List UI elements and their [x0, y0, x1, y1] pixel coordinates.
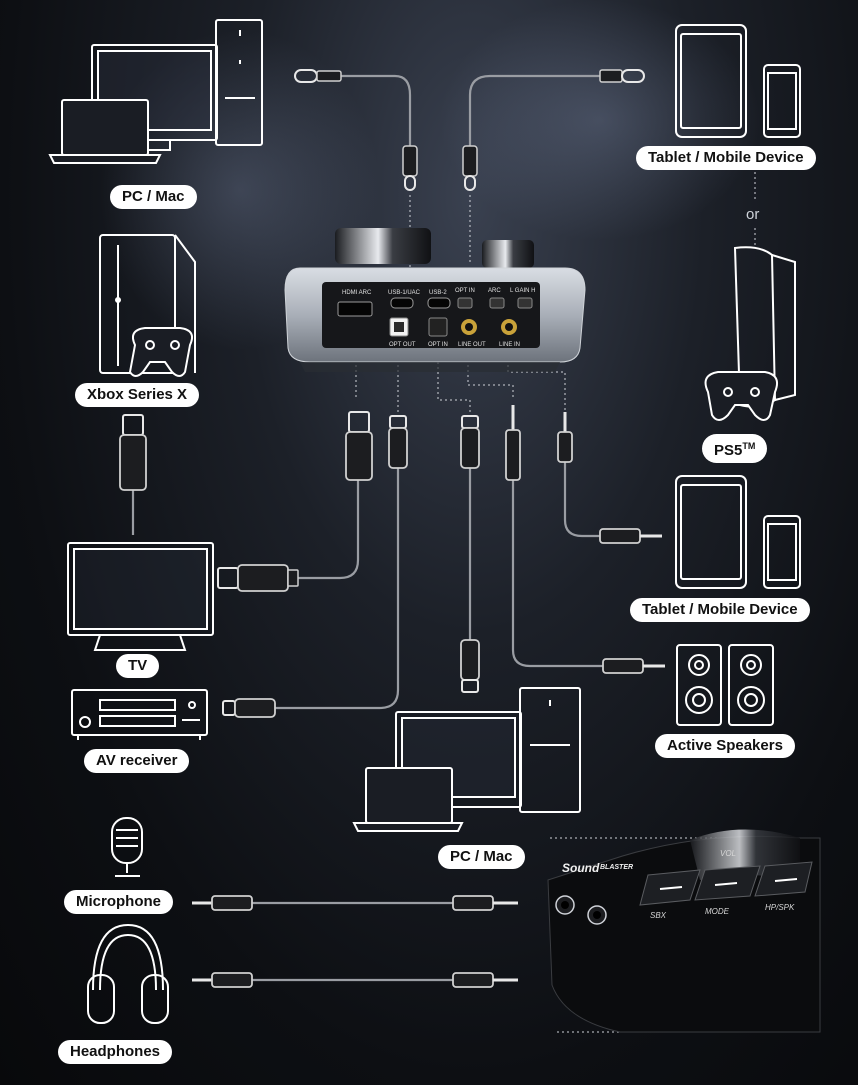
switch-arc	[489, 297, 505, 309]
brand-sub: BLASTER	[600, 864, 633, 871]
tv-icon	[67, 542, 214, 651]
port-label-line-out: LINE OUT	[458, 342, 486, 348]
label-av-receiver: AV receiver	[84, 749, 190, 773]
headphones-icon	[87, 923, 169, 1024]
jack-plug-hp-left	[192, 972, 253, 988]
hdmi-port	[337, 301, 373, 317]
switch-gain	[517, 297, 533, 309]
port-label-opt-in: OPT IN	[428, 342, 448, 348]
label-ps5: PS5TM	[702, 434, 768, 463]
front-panel-closeup: Sound BLASTER SBX MODE HP/SPK VOL	[547, 829, 821, 1033]
optical-plug-down	[388, 415, 408, 469]
jack-plug-linein-top	[557, 412, 573, 463]
usb1-port	[390, 297, 414, 309]
soundblaster-device: HDMI ARC USB-1/UAC USB-2 OPT IN ARC L GA…	[284, 228, 586, 372]
background-glow	[440, 0, 760, 240]
label-tablet-mobile-top: Tablet / Mobile Device	[636, 146, 816, 170]
usb-cable-top-right	[468, 74, 622, 150]
tablet-icon-top	[675, 24, 801, 138]
btn-label-hpspk: HP/SPK	[765, 903, 795, 912]
switch-opt-in	[457, 297, 473, 309]
cables	[131, 74, 622, 982]
label-active-speakers: Active Speakers	[655, 734, 795, 758]
port-label-gain: L GAIN H	[510, 288, 535, 294]
jack-plug-speakers	[602, 658, 665, 674]
xbox-icon	[99, 234, 196, 377]
tablet-icon-right	[675, 475, 801, 589]
usbc-plug-vertical-left	[402, 145, 418, 191]
btn-label-sbx: SBX	[650, 911, 667, 920]
jack-plug-hp-right	[452, 972, 518, 988]
hdmi-plug-tv	[217, 564, 299, 592]
label-ps5-text: PS5	[714, 442, 743, 459]
optical-plug-pc	[460, 639, 480, 693]
hpspk-button	[754, 861, 813, 897]
volume-knob	[335, 228, 431, 264]
usb-cable-top-left	[340, 74, 412, 150]
device-icons	[48, 19, 801, 1024]
port-label-line-in: LINE IN	[499, 342, 520, 348]
front-vol-label: VOL	[720, 849, 736, 858]
hdmi-plug-down	[345, 411, 373, 481]
usb2-port	[427, 297, 451, 309]
usbc-plug-left	[294, 69, 342, 83]
brand-main: Sound	[562, 861, 600, 875]
usbc-plug-vertical-right	[462, 145, 478, 191]
connectors	[119, 69, 665, 988]
pc-mac-icon-top	[48, 19, 263, 164]
optical-cable-av	[275, 468, 400, 710]
jack-plug-speakers-top	[505, 405, 521, 481]
hdmi-plug-xbox	[119, 414, 147, 491]
optical-plug-av	[222, 698, 276, 718]
label-tv: TV	[116, 654, 160, 678]
port-label-arc: ARC	[488, 288, 501, 294]
hdmi-cable-tv	[298, 480, 360, 580]
gain-knob	[482, 240, 534, 268]
port-label-usb2: USB-2	[429, 290, 447, 296]
line-cable-speakers	[511, 480, 605, 668]
line-cable-tablet	[563, 460, 600, 538]
optical-plug-lineout	[460, 415, 480, 469]
label-pc-mac-top: PC / Mac	[110, 185, 197, 209]
btn-label-mode: MODE	[705, 907, 730, 916]
port-label-hdmi: HDMI ARC	[342, 290, 372, 296]
microphone-icon	[111, 817, 143, 877]
jack-plug-mic-left	[192, 895, 253, 911]
speakers-icon	[676, 644, 774, 726]
jack-plug-tablet	[599, 528, 662, 544]
port-label-usb1: USB-1/UAC	[388, 290, 421, 296]
pc-mac-icon-bottom	[352, 687, 581, 832]
label-ps5-tm: TM	[742, 441, 756, 451]
label-microphone: Microphone	[64, 890, 173, 914]
port-label-opt-in-top: OPT IN	[455, 288, 475, 294]
label-headphones: Headphones	[58, 1040, 173, 1064]
opt-in-port	[428, 317, 448, 337]
port-label-opt-out: OPT OUT	[389, 342, 416, 348]
ps5-icon	[704, 246, 796, 421]
label-tablet-mobile-right: Tablet / Mobile Device	[630, 598, 810, 622]
usbc-plug-right	[599, 69, 645, 83]
jack-plug-mic-right	[452, 895, 518, 911]
label-xbox: Xbox Series X	[75, 383, 200, 407]
av-receiver-icon	[71, 689, 208, 740]
or-text: or	[746, 206, 760, 223]
label-pc-mac-bottom: PC / Mac	[438, 845, 525, 869]
